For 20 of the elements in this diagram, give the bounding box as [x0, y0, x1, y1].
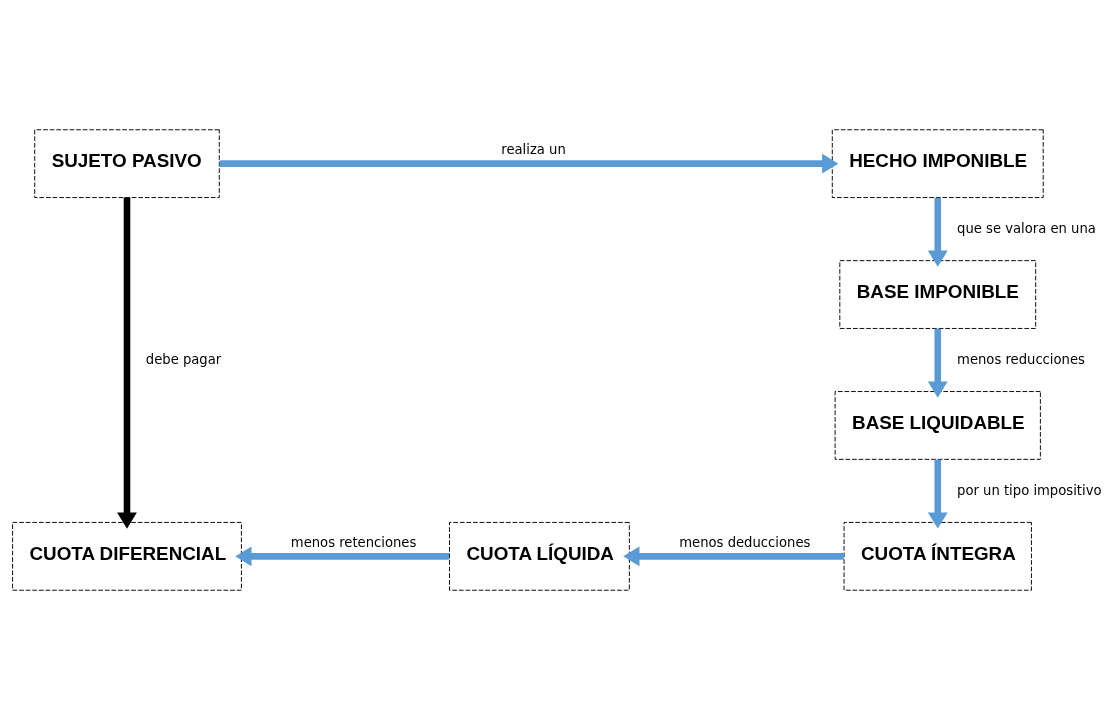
edge-label: menos retenciones — [290, 534, 417, 550]
node-box: BASE LIQUIDABLE — [834, 391, 1041, 460]
edge-label: que se valora en una — [957, 221, 1096, 237]
arrow — [927, 328, 948, 398]
arrow — [927, 197, 948, 267]
node-box: HECHO IMPONIBLE — [831, 129, 1044, 199]
node-box: CUOTA ÍNTEGRA — [843, 521, 1032, 591]
edge-label: menos reducciones — [957, 351, 1085, 367]
node-box: CUOTA LÍQUIDA — [449, 521, 630, 591]
arrow — [927, 459, 948, 529]
node-box: BASE IMPONIBLE — [839, 260, 1037, 329]
edge-label: realiza un — [501, 141, 566, 157]
node-box: CUOTA DIFERENCIAL — [12, 521, 242, 591]
node-box: SUJETO PASIVO — [34, 129, 220, 199]
edge-label: debe pagar — [145, 351, 222, 367]
arrow — [235, 546, 450, 567]
edge-label: menos deducciones — [679, 534, 811, 550]
arrow — [219, 153, 839, 174]
arrow — [117, 197, 137, 529]
edge-label: por un tipo impositivo — [957, 482, 1102, 498]
